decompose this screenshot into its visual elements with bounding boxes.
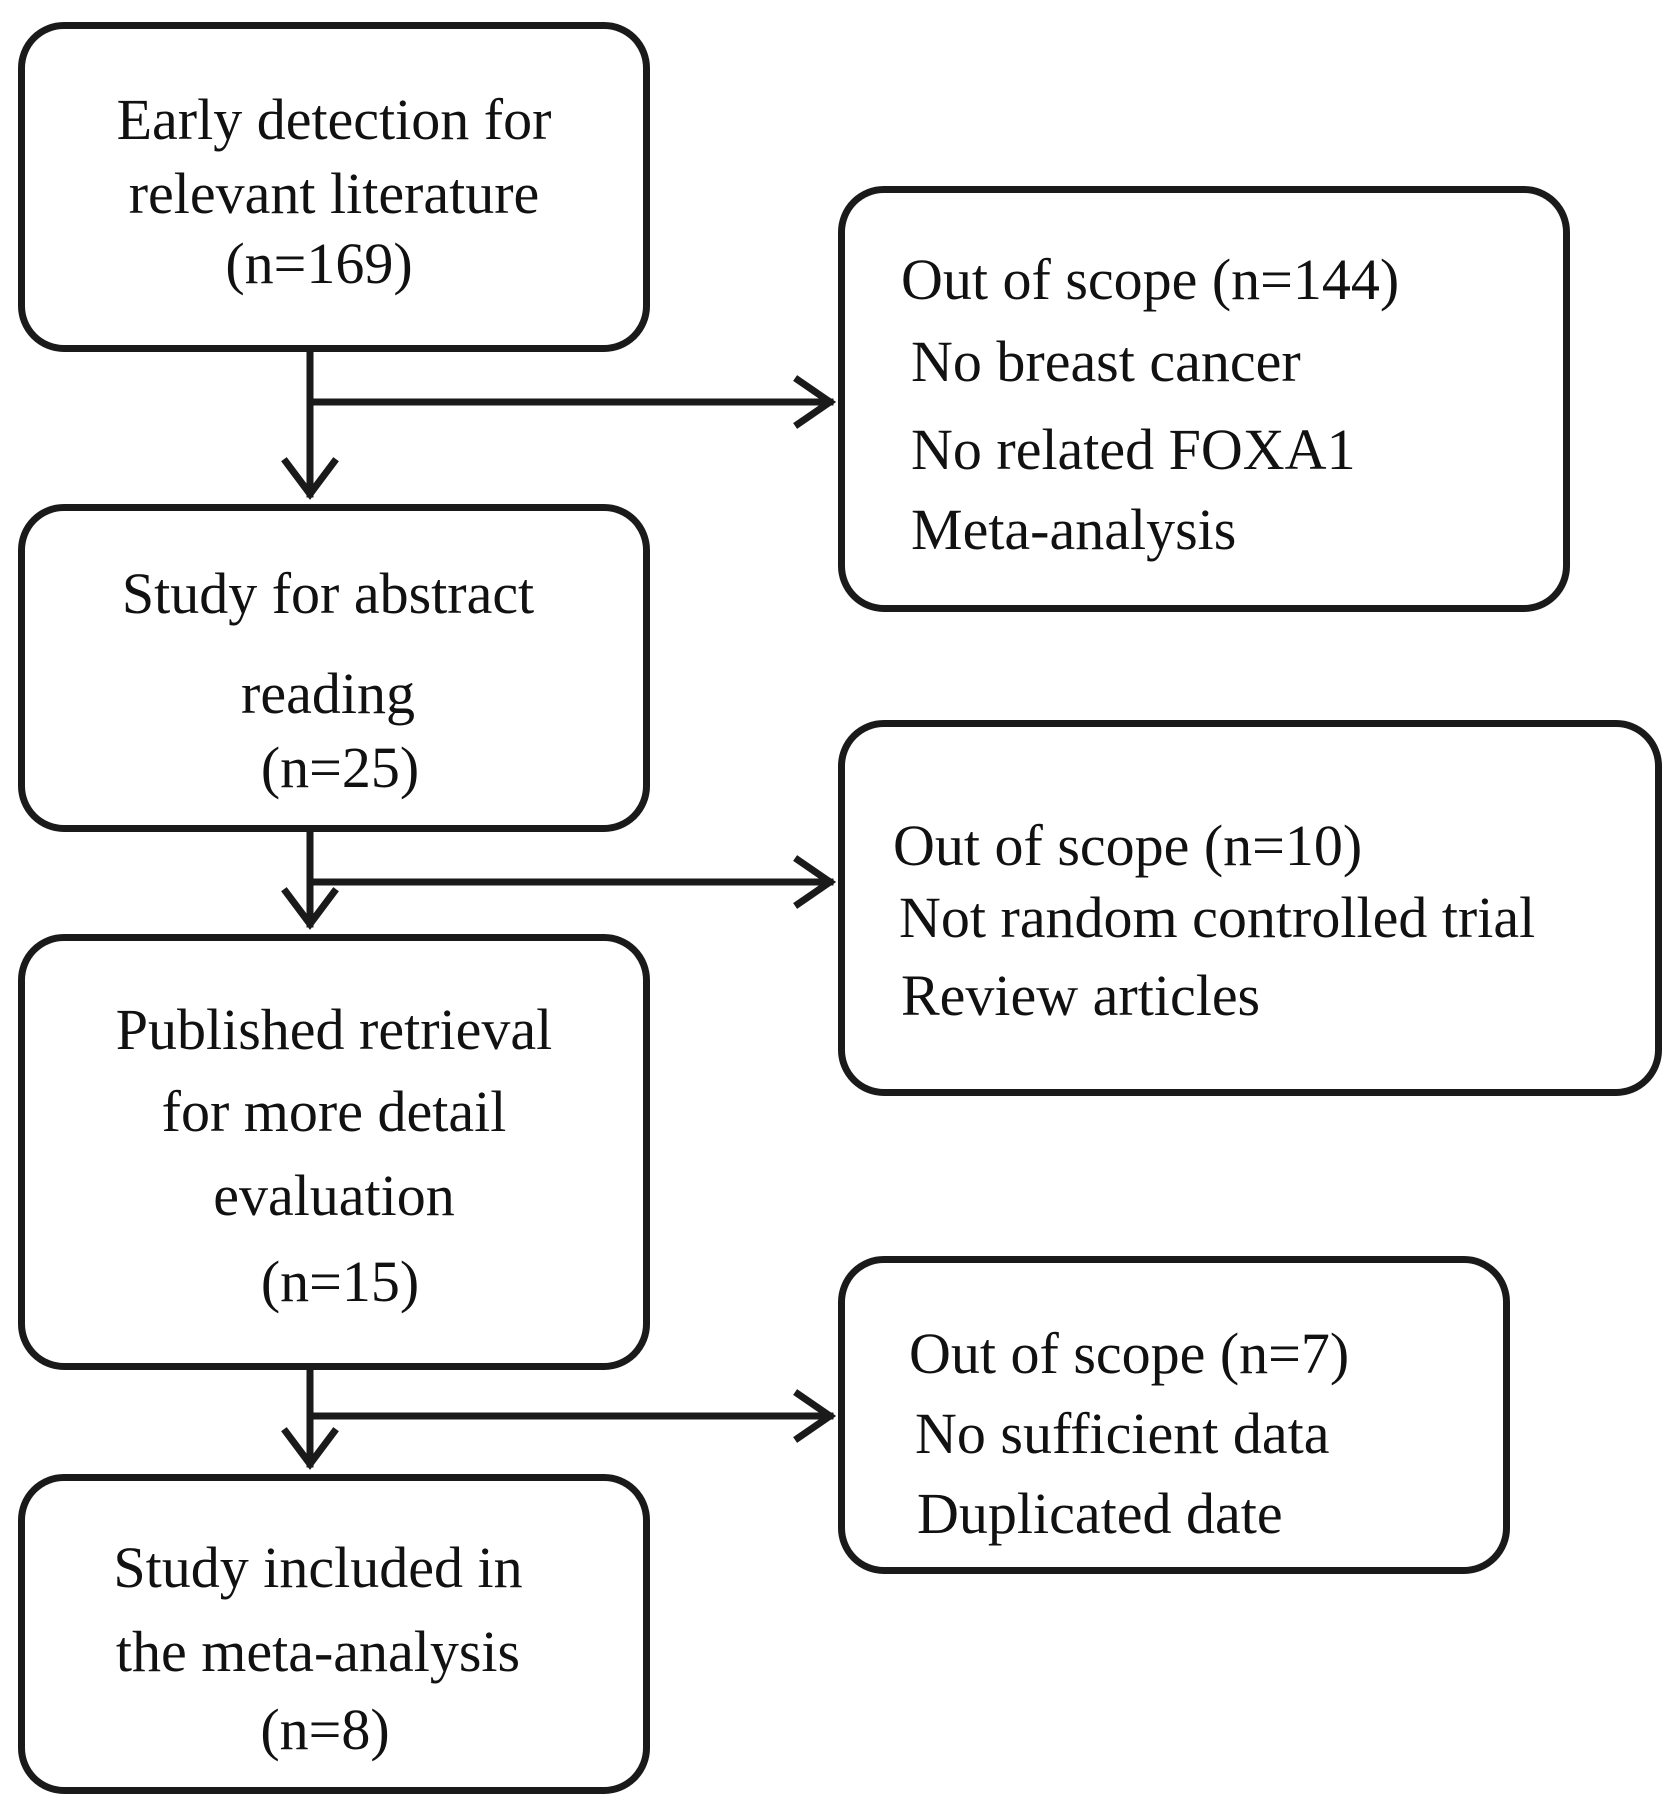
step-box-detailed-evaluation: Published retrieval for more detail eval… (18, 934, 650, 1370)
step-text: Study for abstract (121, 561, 535, 626)
step-text: relevant literature (128, 161, 540, 226)
step-text: Early detection for (116, 87, 552, 152)
step-text: (n=25) (260, 735, 420, 800)
exclusion-text: No breast cancer (911, 329, 1301, 394)
step-box-early-detection: Early detection for relevant literature … (18, 22, 650, 352)
step-box-abstract-reading: Study for abstract reading (n=25) (18, 504, 650, 832)
step-text: Published retrieval (115, 997, 553, 1062)
exclusion-text: Review articles (901, 963, 1261, 1028)
step-text: (n=8) (260, 1697, 390, 1762)
arrowhead-step2 (281, 457, 339, 500)
arrowhead-step4 (281, 1427, 339, 1470)
exclusion-text: Out of scope (n=144) (901, 247, 1400, 312)
step-text: (n=169) (225, 231, 413, 296)
step-text: evaluation (213, 1163, 455, 1228)
exclusion-box-3: Out of scope (n=7) No sufficient data Du… (838, 1256, 1510, 1574)
exclusion-text: No sufficient data (915, 1401, 1330, 1466)
exclusion-text: Duplicated date (917, 1481, 1283, 1546)
exclusion-text: Out of scope (n=7) (909, 1321, 1350, 1386)
exclusion-text: Not random controlled trial (899, 885, 1536, 950)
arrowhead-step3 (281, 887, 339, 930)
arrowhead-exclusion3 (793, 1389, 837, 1443)
arrowhead-exclusion2 (793, 855, 837, 909)
exclusion-box-1: Out of scope (n=144) No breast cancer No… (838, 186, 1570, 612)
step-text: the meta-analysis (115, 1619, 521, 1684)
step-text: (n=15) (260, 1249, 420, 1314)
exclusion-text: Out of scope (n=10) (893, 813, 1363, 878)
exclusion-text: No related FOXA1 (911, 417, 1356, 482)
exclusion-text: Meta-analysis (911, 497, 1237, 562)
exclusion-box-2: Out of scope (n=10) Not random controlle… (838, 720, 1662, 1096)
step-box-included-studies: Study included in the meta-analysis (n=8… (18, 1474, 650, 1794)
step-text: Study included in (113, 1535, 523, 1600)
step-text: reading (241, 661, 415, 726)
step-text: for more detail (161, 1079, 507, 1144)
arrowhead-exclusion1 (793, 375, 837, 429)
